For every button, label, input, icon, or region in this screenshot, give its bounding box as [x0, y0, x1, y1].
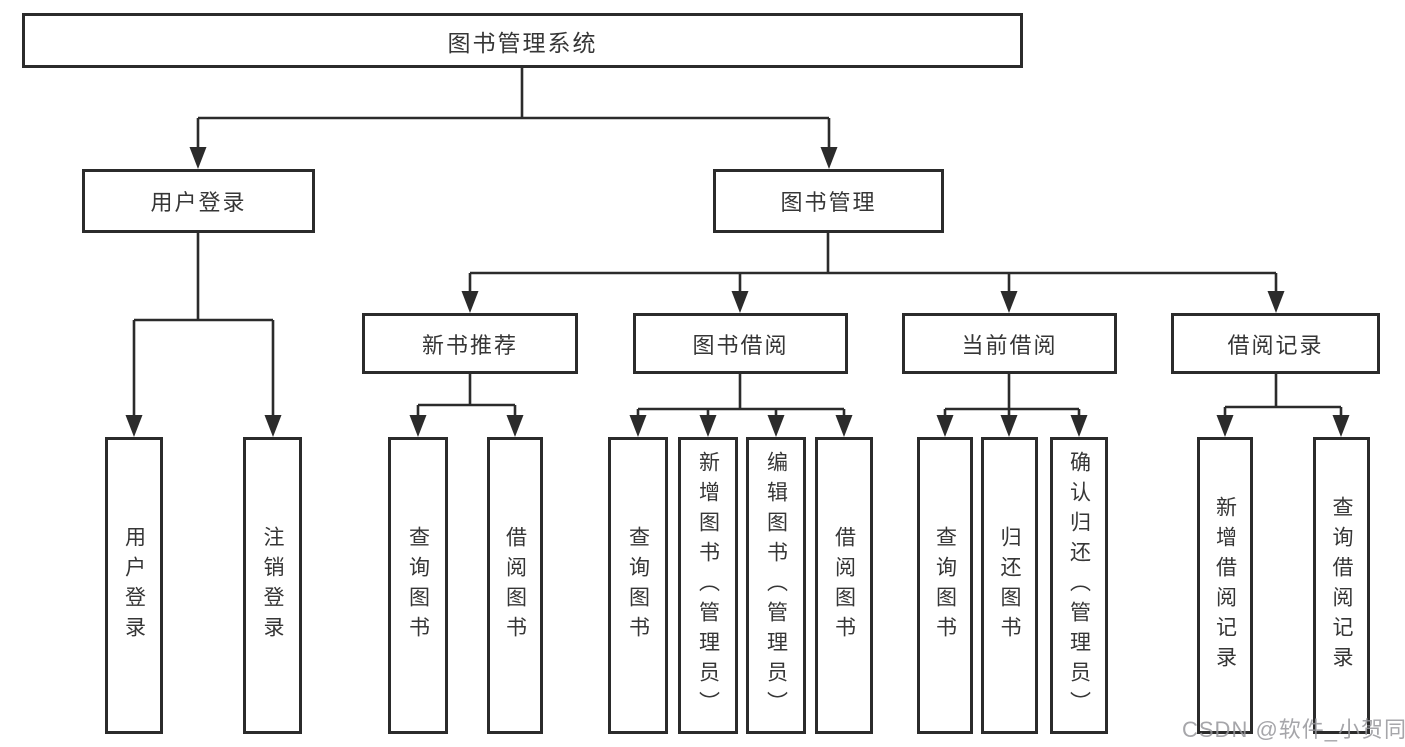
leaf-label: 编辑图书（管理员） [764, 450, 788, 721]
leaf-label: 查询图书 [626, 525, 650, 646]
leaf-label: 确认归还（管理员） [1067, 450, 1091, 721]
node-label: 用户登录 [150, 190, 247, 215]
leaf-label: 新增图书（管理员） [696, 450, 720, 721]
leaf-bb-add-book-admin: 新增图书（管理员） [678, 437, 738, 734]
leaf-label: 查询图书 [406, 525, 430, 646]
node-new-book-recommend: 新书推荐 [362, 313, 578, 374]
node-book-management: 图书管理 [713, 169, 944, 233]
leaf-label: 新增借阅记录 [1213, 495, 1237, 676]
node-label: 图书管理系统 [447, 29, 598, 56]
node-book-borrow: 图书借阅 [633, 313, 848, 374]
leaf-bb-query-book: 查询图书 [608, 437, 668, 734]
node-borrow-record: 借阅记录 [1171, 313, 1380, 374]
leaf-cb-query-book: 查询图书 [917, 437, 973, 734]
leaf-bb-borrow-book: 借阅图书 [815, 437, 873, 734]
leaf-label: 注销登录 [261, 525, 284, 646]
node-library-management-system: 图书管理系统 [22, 13, 1023, 68]
leaf-bb-edit-book-admin: 编辑图书（管理员） [746, 437, 806, 734]
leaf-cb-return-book: 归还图书 [981, 437, 1038, 734]
node-current-borrow: 当前借阅 [902, 313, 1117, 374]
leaf-br-add-record: 新增借阅记录 [1197, 437, 1253, 734]
leaf-nbr-borrow-book: 借阅图书 [487, 437, 543, 734]
leaf-label: 借阅图书 [832, 525, 856, 646]
leaf-cb-confirm-return-admin: 确认归还（管理员） [1050, 437, 1108, 734]
leaf-nbr-query-book: 查询图书 [388, 437, 448, 734]
node-label: 新书推荐 [421, 332, 518, 358]
node-user-login: 用户登录 [82, 169, 315, 233]
leaf-br-query-record: 查询借阅记录 [1313, 437, 1370, 734]
leaf-label: 用户登录 [122, 525, 146, 646]
node-label: 图书借阅 [692, 332, 789, 358]
leaf-logout: 注销登录 [243, 437, 302, 734]
node-label: 图书管理 [780, 190, 877, 215]
arrowheads [125, 147, 1350, 437]
node-label: 借阅记录 [1227, 332, 1324, 358]
leaf-label: 查询借阅记录 [1330, 495, 1353, 676]
leaf-label: 归还图书 [998, 525, 1021, 646]
node-label: 当前借阅 [961, 332, 1058, 358]
csdn-watermark: CSDN @软件_小贺同学 [1182, 717, 1405, 742]
leaf-label: 查询图书 [933, 525, 957, 646]
leaf-label: 借阅图书 [503, 525, 527, 646]
leaf-user-login: 用户登录 [105, 437, 163, 734]
